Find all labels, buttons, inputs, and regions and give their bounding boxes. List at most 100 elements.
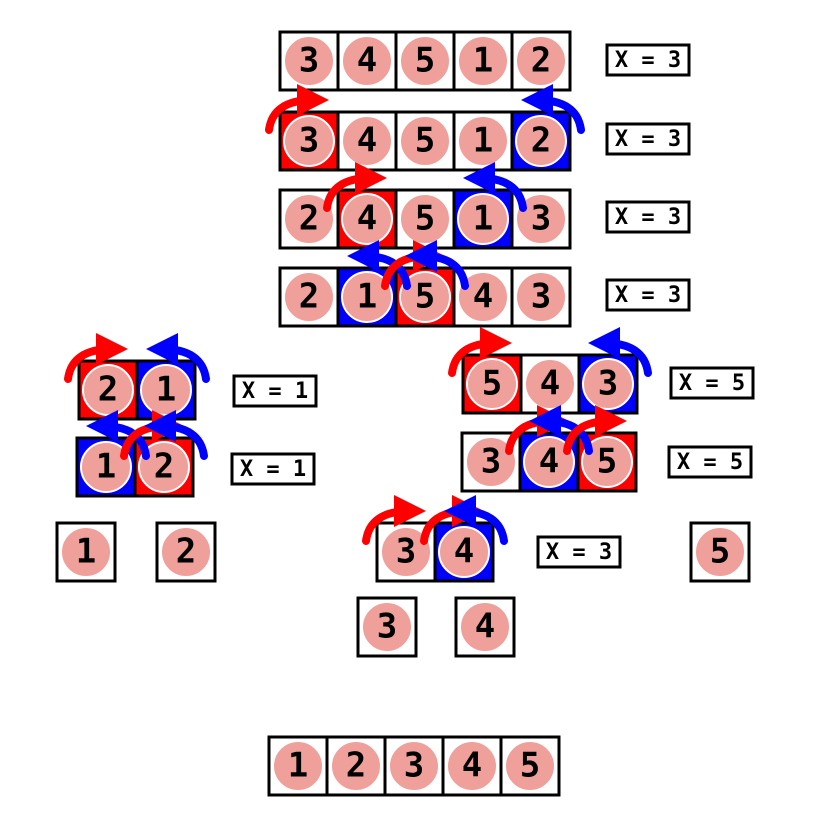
value-label: 1 [357, 277, 377, 317]
value-label: 4 [462, 746, 482, 786]
pivot-label: X = 3 [605, 122, 691, 156]
value-label: 3 [531, 199, 551, 239]
value-label: 2 [98, 370, 118, 410]
value-label: 4 [475, 607, 495, 647]
value-circle [504, 740, 556, 792]
blue-swap-arrow [521, 84, 585, 134]
value-label: 4 [540, 364, 560, 404]
value-label: 2 [299, 199, 319, 239]
value-circle [457, 271, 509, 323]
value-label: 2 [346, 746, 366, 786]
pivot-label: X = 3 [605, 200, 691, 234]
blue-swap-arrow [144, 410, 208, 460]
array-row-single-5: 5 [689, 521, 751, 583]
value-label: 4 [539, 442, 559, 482]
value-label: 2 [531, 41, 551, 81]
value-label: 4 [473, 277, 493, 317]
red-swap-arrow [64, 333, 128, 383]
value-label: 1 [473, 41, 493, 81]
value-label: 1 [473, 199, 493, 239]
value-label: 3 [299, 41, 319, 81]
value-circle [283, 271, 335, 323]
value-circle [459, 601, 511, 653]
pivot-label: X = 1 [230, 452, 316, 486]
pivot-label-text: X = 5 [677, 450, 743, 475]
value-label: 5 [415, 277, 435, 317]
value-circle [465, 436, 517, 488]
value-circle [388, 740, 440, 792]
pivot-label: X = 1 [232, 374, 318, 408]
pivot-label-text: X = 3 [615, 48, 681, 73]
value-label: 1 [288, 746, 308, 786]
pivot-label-text: X = 1 [242, 379, 308, 404]
value-circle [272, 740, 324, 792]
value-label: 3 [377, 607, 397, 647]
value-label: 5 [710, 532, 730, 572]
value-label: 3 [481, 442, 501, 482]
value-label: 3 [531, 277, 551, 317]
pivot-label: X = 5 [667, 445, 753, 479]
pivot-label-text: X = 3 [615, 205, 681, 230]
value-circle [60, 526, 112, 578]
value-label: 4 [454, 532, 474, 572]
value-label: 1 [76, 532, 96, 572]
value-circle [330, 740, 382, 792]
pivot-label: X = 3 [605, 278, 691, 312]
pivot-label: X = 3 [536, 535, 622, 569]
value-label: 1 [156, 370, 176, 410]
pivot-label: X = 5 [669, 366, 755, 400]
red-swap-arrow [323, 162, 387, 212]
array-row-single-4: 4 [454, 596, 516, 658]
value-circle [160, 526, 212, 578]
value-label: 2 [531, 121, 551, 161]
value-label: 1 [96, 447, 116, 487]
arrows-layer [64, 84, 652, 545]
red-swap-arrow [362, 495, 426, 545]
blue-swap-arrow [588, 327, 652, 377]
value-label: 4 [357, 199, 377, 239]
value-label: 4 [357, 41, 377, 81]
red-swap-arrow [265, 84, 329, 134]
value-circle [283, 193, 335, 245]
pivot-label-text: X = 3 [546, 540, 612, 565]
value-label: 5 [415, 199, 435, 239]
value-label: 3 [299, 121, 319, 161]
value-label: 2 [176, 532, 196, 572]
value-label: 3 [404, 746, 424, 786]
value-circle [694, 526, 746, 578]
value-circle [446, 740, 498, 792]
pivot-label-text: X = 1 [240, 457, 306, 482]
value-label: 5 [482, 364, 502, 404]
array-row-single-1: 1 [55, 521, 117, 583]
value-label: 5 [415, 41, 435, 81]
value-circle [361, 601, 413, 653]
value-label: 4 [357, 121, 377, 161]
value-circle [515, 193, 567, 245]
blue-swap-arrow [463, 162, 527, 212]
red-swap-arrow [563, 405, 627, 455]
value-label: 2 [154, 447, 174, 487]
value-label: 5 [597, 442, 617, 482]
value-label: 1 [473, 121, 493, 161]
value-label: 5 [520, 746, 540, 786]
value-label: 5 [415, 121, 435, 161]
array-row-single-3: 3 [356, 596, 418, 658]
blue-swap-arrow [146, 333, 210, 383]
value-label: 3 [396, 532, 416, 572]
value-circle [399, 115, 451, 167]
red-swap-arrow [448, 327, 512, 377]
pivot-label-text: X = 3 [615, 127, 681, 152]
value-label: 2 [299, 277, 319, 317]
value-label: 3 [598, 364, 618, 404]
